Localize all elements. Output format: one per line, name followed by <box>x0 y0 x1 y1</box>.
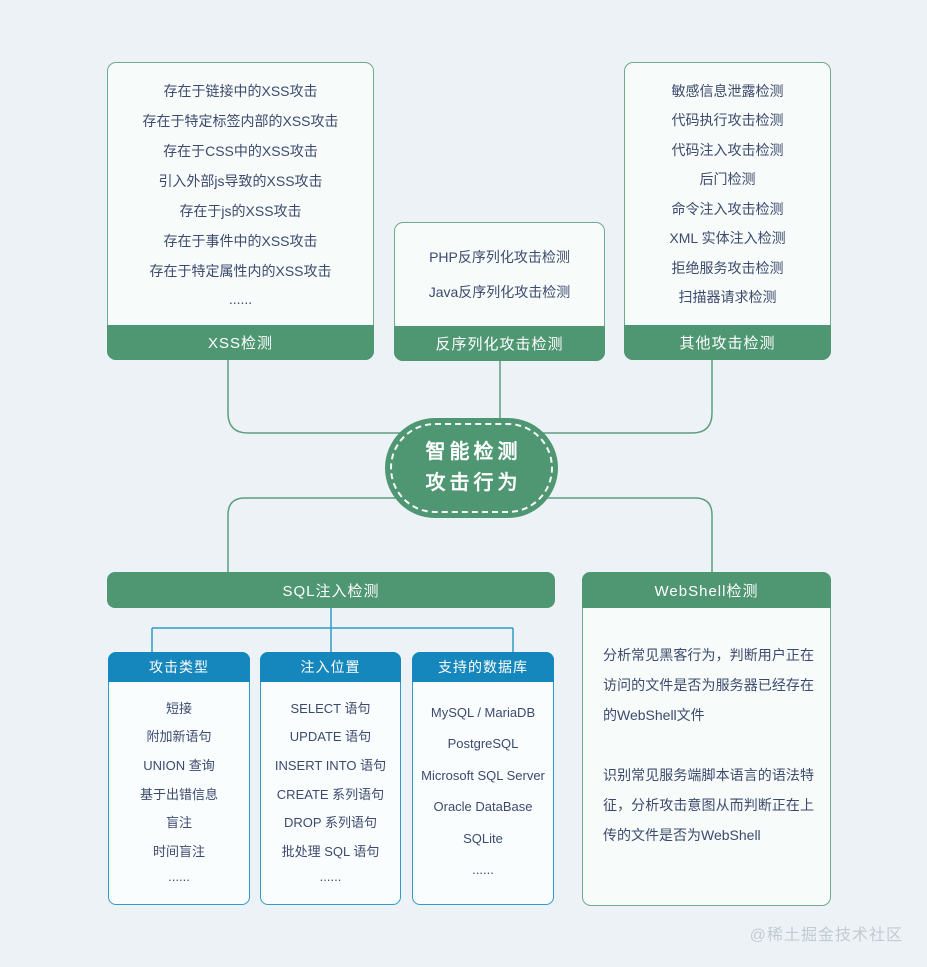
list-item: 时间盲注 <box>152 843 205 859</box>
attack-types-item-list: 短接附加新语句 UNION 查询基于出错信息盲注时间盲注...... <box>109 682 249 904</box>
injection-positions-card: 注入位置 SELECT 语句 UPDATE 语句 INSERT INTO 语句 CRE… <box>260 652 401 905</box>
list-item: SQLite <box>463 830 503 846</box>
wire-other-to-node <box>510 360 713 434</box>
list-item: DROP 系列语句 <box>284 815 377 831</box>
sql-injection-header: SQL注入检测 <box>107 572 555 608</box>
list-item: 存在于特定属性内的XSS攻击 <box>149 263 332 279</box>
list-item: PostgreSQL <box>447 736 519 752</box>
webshell-card-title: WebShell检测 <box>582 572 831 608</box>
list-item: 扫描器请求检测 <box>678 289 777 306</box>
list-item: INSERT INTO 语句 <box>274 757 387 773</box>
wire-sql-branches <box>151 627 514 652</box>
attack-types-title: 攻击类型 <box>108 652 250 682</box>
wire-node-to-sql <box>227 497 440 573</box>
injection-positions-item-list: SELECT 语句 UPDATE 语句 INSERT INTO 语句 CREATE 系… <box>261 682 400 904</box>
other-attacks-item-list: 敏感信息泄露检测代码执行攻击检测代码注入攻击检测后门检测命令注入攻击检测 XML … <box>625 63 830 325</box>
deserialization-item-list: PHP反序列化攻击检测 Java反序列化攻击检测 <box>395 223 604 326</box>
list-item: ...... <box>168 869 190 885</box>
watermark: @稀土掘金技术社区 <box>749 927 903 944</box>
list-item: UPDATE 语句 <box>289 729 372 745</box>
list-item: MySQL / MariaDB <box>430 704 536 720</box>
deserialization-card-title: 反序列化攻击检测 <box>394 326 605 361</box>
wire-node-to-webshell <box>505 497 713 573</box>
injection-positions-title: 注入位置 <box>260 652 401 682</box>
webshell-paragraph-1: 分析常见黑客行为，判断用户正在访问的文件是否为服务器已经存在的WebShell文… <box>603 647 814 723</box>
xss-item-list: 存在于链接中的XSS攻击存在于特定标签内部的XSS攻击存在于CSS中的XSS攻击… <box>108 63 373 325</box>
supported-databases-card: 支持的数据库 MySQL / MariaDB PostgreSQL Microsof… <box>412 652 554 905</box>
list-item: 存在于链接中的XSS攻击 <box>163 83 318 99</box>
webshell-paragraph-2: 识别常见服务端脚本语言的语法特征，分析攻击意图从而判断正在上传的文件是否为Web… <box>603 767 814 843</box>
attack-types-card: 攻击类型 短接附加新语句 UNION 查询基于出错信息盲注时间盲注...... <box>108 652 250 905</box>
deserialization-card: PHP反序列化攻击检测 Java反序列化攻击检测 反序列化攻击检测 <box>394 222 605 361</box>
other-attacks-card-title: 其他攻击检测 <box>624 325 831 360</box>
list-item: PHP反序列化攻击检测 <box>429 248 570 265</box>
list-item: 存在于事件中的XSS攻击 <box>163 233 318 249</box>
center-node: 智能检测 攻击行为 <box>385 418 558 518</box>
supported-databases-title: 支持的数据库 <box>412 652 554 682</box>
list-item: 存在于特定标签内部的XSS攻击 <box>142 113 339 129</box>
supported-databases-item-list: MySQL / MariaDB PostgreSQL Microsoft SQL S… <box>413 682 553 904</box>
xss-card-title: XSS检测 <box>107 325 374 360</box>
list-item: XML 实体注入检测 <box>669 230 786 247</box>
list-item: 存在于js的XSS攻击 <box>179 203 302 219</box>
list-item: 批处理 SQL 语句 <box>281 843 380 859</box>
list-item: 代码注入攻击检测 <box>671 141 784 158</box>
list-item: ...... <box>472 862 494 878</box>
list-item: 后门检测 <box>699 171 756 188</box>
other-attacks-card: 敏感信息泄露检测代码执行攻击检测代码注入攻击检测后门检测命令注入攻击检测 XML … <box>624 62 831 360</box>
list-item: 附加新语句 <box>146 729 212 745</box>
list-item: 存在于CSS中的XSS攻击 <box>163 143 318 159</box>
list-item: 基于出错信息 <box>139 786 218 802</box>
list-item: Microsoft SQL Server <box>421 767 545 783</box>
webshell-description: 分析常见黑客行为，判断用户正在访问的文件是否为服务器已经存在的WebShell文… <box>583 608 830 905</box>
webshell-detection-card: WebShell检测 分析常见黑客行为，判断用户正在访问的文件是否为服务器已经存… <box>582 572 831 906</box>
center-node-line2: 攻击行为 <box>425 472 522 494</box>
wire-xss-to-node <box>227 360 440 434</box>
list-item: 命令注入攻击检测 <box>671 200 784 217</box>
list-item: 引入外部js导致的XSS攻击 <box>158 173 323 189</box>
list-item: UNION 查询 <box>143 757 215 773</box>
list-item: 短接 <box>165 700 192 716</box>
list-item: 拒绝服务攻击检测 <box>671 259 784 276</box>
list-item: 敏感信息泄露检测 <box>671 82 784 99</box>
list-item: 代码执行攻击检测 <box>671 112 784 129</box>
list-item: CREATE 系列语句 <box>276 786 385 802</box>
center-node-line1: 智能检测 <box>425 441 522 463</box>
list-item: ...... <box>228 291 253 307</box>
list-item: SELECT 语句 <box>290 700 371 716</box>
xss-detection-card: 存在于链接中的XSS攻击存在于特定标签内部的XSS攻击存在于CSS中的XSS攻击… <box>107 62 374 360</box>
list-item: 盲注 <box>165 815 192 831</box>
list-item: Java反序列化攻击检测 <box>428 284 571 301</box>
list-item: Oracle DataBase <box>433 799 533 815</box>
list-item: ...... <box>319 869 342 885</box>
